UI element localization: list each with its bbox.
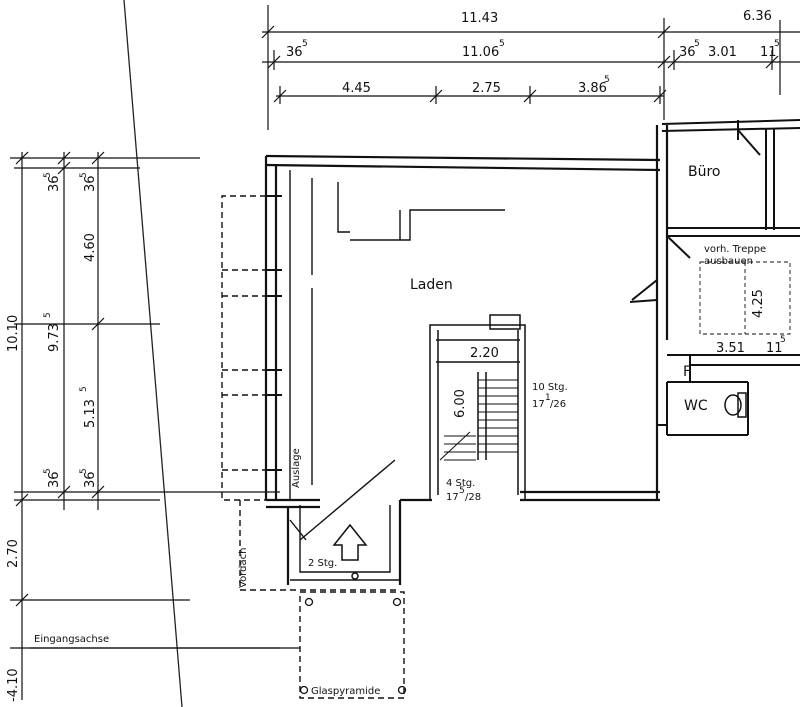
dim-left-total: 10.10: [6, 315, 21, 352]
treppe-label-2: ausbauen: [704, 256, 753, 267]
dim-left-e-sup: 5: [79, 386, 89, 392]
dim-row2-c: 36: [679, 45, 696, 60]
label-4-stg-ratio-a: 17: [446, 492, 459, 503]
dim-left-b-sup: 5: [79, 172, 89, 178]
dim-total-right: 6.36: [743, 9, 772, 24]
dim-left-a: 36: [47, 175, 62, 192]
label-glaspyramide: Glaspyramide: [311, 686, 380, 697]
label-room-width-2: 11: [766, 341, 783, 356]
label-10-stg-ratio-sup: 1: [545, 393, 551, 403]
central-stair: [429, 314, 526, 500]
dim-row3-c-sup: 5: [604, 75, 610, 85]
dim-left-b: 36: [83, 175, 98, 192]
dim-total-left: 11.43: [461, 11, 498, 26]
entrance-area: [289, 459, 400, 581]
dim-left-g-sup: 5: [79, 468, 89, 474]
dim-row2-e: 11: [760, 45, 777, 60]
label-10-stg-ratio-b: /26: [550, 399, 566, 410]
room-laden: Laden: [410, 277, 453, 293]
dim-left-c: 4.60: [83, 233, 98, 262]
dim-row3-b: 2.75: [472, 81, 501, 96]
diagonal-guide-lines: [123, 0, 183, 707]
label-4-stg-ratio-b: /28: [465, 492, 481, 503]
interior-fixtures: [289, 170, 505, 500]
label-auslage: Auslage: [291, 448, 302, 488]
stair-treads: [439, 379, 518, 461]
dim-left-g: 36: [83, 471, 98, 488]
dim-row2-a: 36: [286, 45, 303, 60]
glass-pyramid-posts: [299, 597, 407, 695]
label-10-stg-ratio-a: 17: [532, 399, 545, 410]
dim-left-d-sup: 5: [43, 312, 53, 318]
dim-left-a-sup: 5: [43, 172, 53, 178]
room-wc: WC: [684, 398, 708, 414]
dim-left-d: 9.73: [47, 323, 62, 352]
dim-row2-d: 3.01: [708, 45, 737, 60]
shop-window-bays: [221, 195, 266, 501]
dim-row2-a-sup: 5: [302, 39, 308, 49]
dim-row2-c-sup: 5: [694, 39, 700, 49]
dim-left-f: 36: [47, 471, 62, 488]
label-eingangsachse: Eingangsachse: [34, 634, 109, 645]
label-2-stg: 2 Stg.: [308, 558, 337, 569]
dim-left-bottom: -4.10: [6, 668, 21, 702]
glass-pyramid-outline: [299, 591, 405, 699]
label-room-width: 3.51: [716, 341, 745, 356]
label-10-stg: 10 Stg.: [532, 382, 568, 393]
label-vordach: Vordach: [238, 548, 249, 588]
label-room-width-2-sup: 5: [780, 335, 786, 345]
dim-left-f-sup: 5: [43, 468, 53, 474]
treppe-label-1: vorh. Treppe: [704, 244, 766, 255]
dim-left-e: 5.13: [83, 399, 98, 428]
dim-left-entry: 2.70: [6, 539, 21, 568]
label-4-stg-ratio-sup: 5: [459, 486, 465, 496]
dim-row3-c: 3.86: [578, 81, 607, 96]
dim-row2-b-sup: 5: [499, 39, 505, 49]
top-dimension-lines: [261, 5, 800, 130]
dim-row2-e-sup: 5: [774, 39, 780, 49]
left-dimension-lines: [10, 151, 280, 700]
dim-row2-b: 11.06: [462, 45, 499, 60]
wc-fixture: [724, 392, 747, 418]
exterior-walls: [264, 125, 669, 585]
existing-stair-outline: [699, 261, 791, 335]
vordach-outline: [239, 500, 400, 591]
label-room-height: 4.25: [751, 289, 766, 318]
room-f: F: [683, 364, 691, 380]
label-4-stg: 4 Stg.: [446, 478, 475, 489]
label-stair-length: 6.00: [453, 389, 468, 418]
window-mullions: [266, 195, 282, 471]
annex-walls: [629, 119, 800, 436]
dim-row3-a: 4.45: [342, 81, 371, 96]
label-stair-width: 2.20: [470, 346, 499, 361]
room-buero: Büro: [688, 164, 721, 180]
entrance-arrow: [332, 523, 368, 580]
